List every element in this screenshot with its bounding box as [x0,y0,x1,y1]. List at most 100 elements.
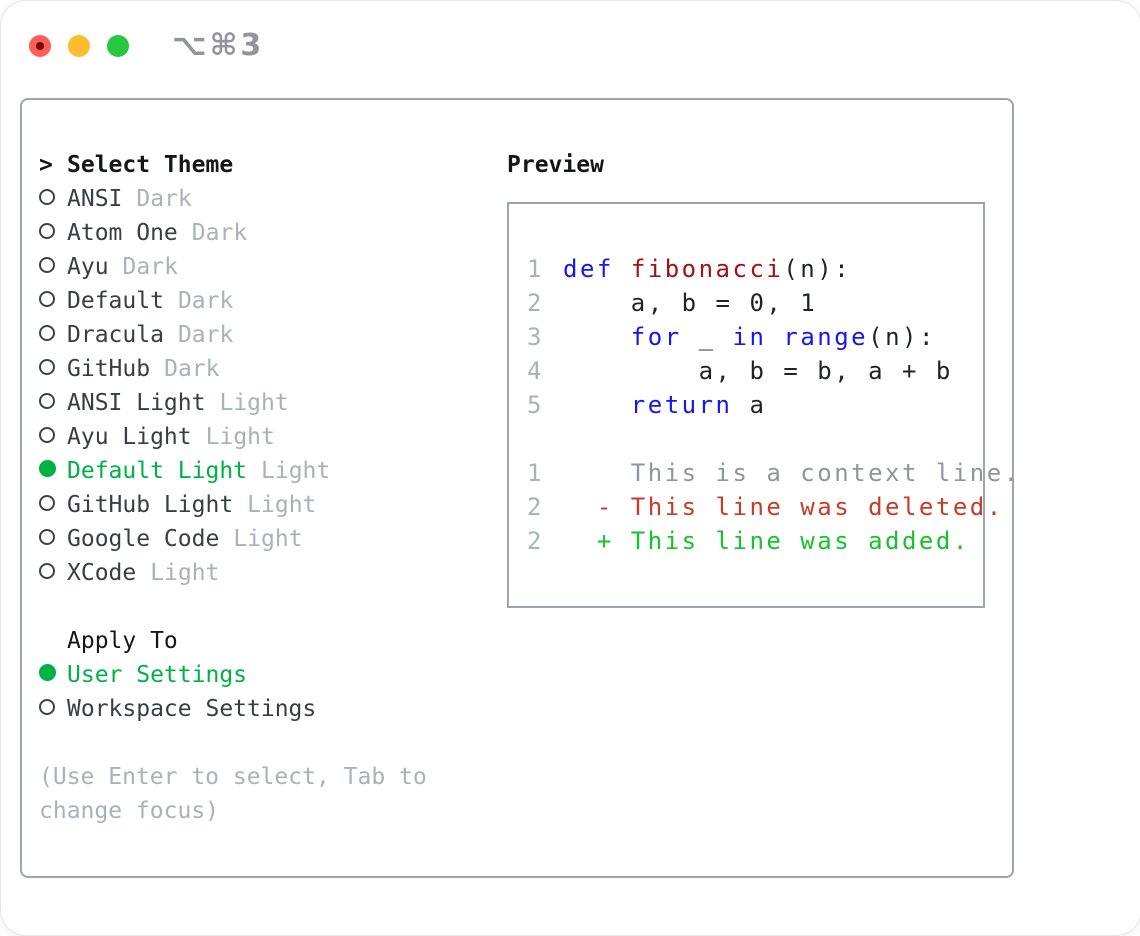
line-number: 2 [527,527,544,555]
radio-icon [39,223,55,239]
code-token [614,255,631,283]
theme-option[interactable]: XCode Light [39,556,469,590]
theme-option[interactable]: Atom One Dark [39,216,469,250]
theme-name: GitHub Light [67,492,234,518]
theme-name: Ayu Light [67,424,192,450]
radio-icon [39,189,55,205]
theme-variant: Light [261,458,331,484]
radio-icon [39,257,55,273]
diff-text: - This line was deleted. [563,493,1004,521]
theme-variant: Light [233,526,303,552]
code-token: (n): [868,323,936,351]
diff-line-deleted: 2 - This line was deleted. [527,490,1001,524]
theme-variant: Dark [164,356,220,382]
line-number: 4 [527,357,544,385]
theme-name: Atom One [67,220,178,246]
code-token: range [783,323,869,351]
diff-text: This is a context line. [563,459,1021,487]
code-line: 3 for _ in range(n): [527,320,971,354]
code-token: def [563,255,614,283]
theme-name: Default Light [67,458,248,484]
theme-name: ANSI [67,186,123,212]
theme-variant: Light [150,560,220,586]
close-button[interactable] [29,34,51,57]
theme-variant: Dark [177,322,234,348]
theme-option[interactable]: Dracula Dark [39,318,469,352]
theme-variant: Light [247,492,317,518]
prompt-caret-icon: > [39,152,53,178]
diff-text: + This line was added. [563,527,970,555]
radio-icon [39,291,55,307]
apply-to-option[interactable]: User Settings [39,658,469,692]
window-title: ⌥⌘3 [172,28,265,63]
radio-icon [39,529,55,545]
radio-icon [39,563,55,579]
theme-option[interactable]: Ayu Dark [39,250,469,284]
theme-name: Dracula [67,322,164,348]
apply-to-option[interactable]: Workspace Settings [39,692,469,726]
code-token: a, b = b, a + b [563,357,953,385]
code-token [563,323,631,351]
diff-line-added: 2 + This line was added. [527,524,971,558]
code-token: fibonacci [630,255,784,283]
theme-option[interactable]: Default Light Light [39,454,469,488]
code-line: 4 a, b = b, a + b [527,354,971,388]
spacer [39,590,469,624]
apply-to-heading-row: Apply To [39,624,469,658]
diff-line-context: 1 This is a context line. [527,456,1018,490]
spacer [39,726,469,760]
theme-name: ANSI Light [67,390,206,416]
theme-option[interactable]: GitHub Dark [39,352,469,386]
code-token: return [630,391,733,419]
code-line: 5 return a [527,388,971,422]
apply-to-label: Workspace Settings [67,696,317,722]
theme-variant: Dark [191,220,248,246]
line-number: 2 [527,289,544,317]
radio-icon [39,359,55,375]
radio-icon [39,393,55,409]
code-token [563,391,631,419]
theme-name: XCode [67,560,137,586]
line-number: 1 [527,255,544,283]
code-token: _ [681,323,733,351]
radio-selected-icon [39,664,56,681]
minimize-button[interactable] [68,34,90,57]
theme-name: Ayu [67,254,109,280]
line-number: 2 [527,493,544,521]
code-line: 2 a, b = 0, 1 [527,286,971,320]
line-number: 5 [527,391,544,419]
apply-to-heading: Apply To [67,628,178,654]
theme-option[interactable]: ANSI Light Light [39,386,469,420]
code-token: a, b = 0, 1 [563,289,818,317]
theme-option[interactable]: Ayu Light Light [39,420,469,454]
code-token [766,323,783,351]
theme-variant: Light [219,390,289,416]
code-token: in [732,323,767,351]
radio-icon [39,699,55,715]
theme-option[interactable]: GitHub Light Light [39,488,469,522]
theme-variant: Dark [122,254,178,280]
code-token: a [732,391,767,419]
radio-selected-icon [39,460,56,477]
theme-variant: Light [205,424,275,450]
titlebar: ⌥⌘3 [29,28,264,63]
theme-variant: Dark [136,186,192,212]
theme-name: GitHub [67,356,151,382]
blank-line [527,422,971,456]
select-theme-heading: Select Theme [67,152,234,178]
keyboard-hint: (Use Enter to select, Tab to change focu… [39,764,427,824]
radio-icon [39,495,55,511]
theme-name: Default [67,288,164,314]
theme-option[interactable]: ANSI Dark [39,182,469,216]
maximize-button[interactable] [107,34,129,57]
